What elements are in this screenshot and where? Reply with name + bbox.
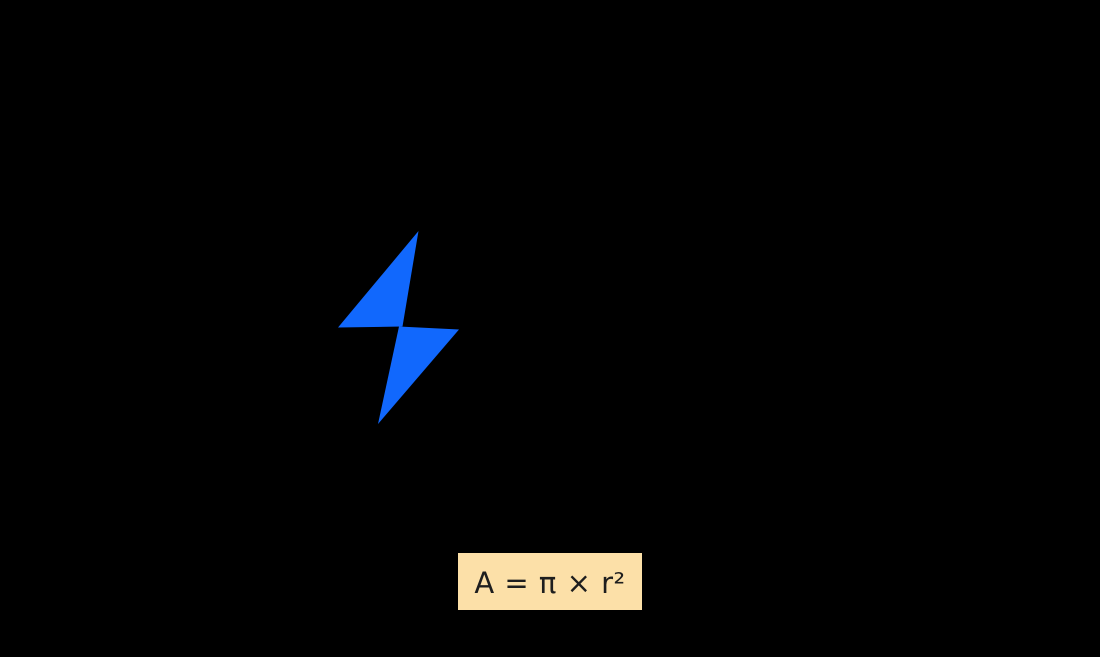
formula-text: A = π × r² — [474, 565, 626, 600]
bolt-upper-triangle — [338, 231, 419, 328]
bolt-lower-triangle — [378, 326, 459, 424]
formula-box[interactable]: A = π × r² — [458, 553, 642, 610]
